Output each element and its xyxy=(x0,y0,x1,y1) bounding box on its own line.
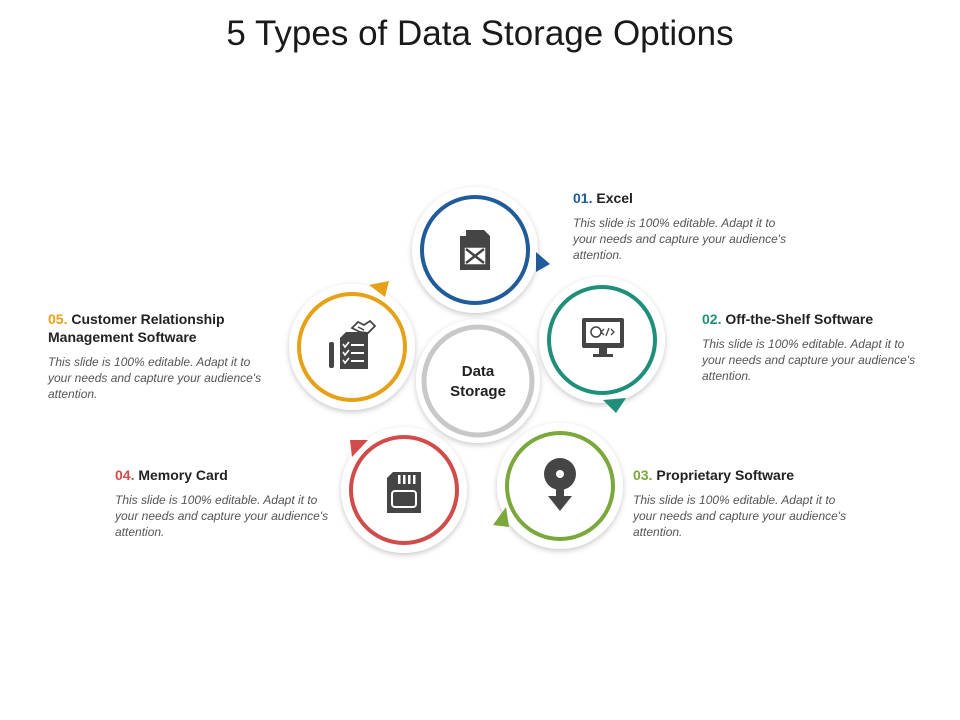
center-ring xyxy=(421,324,535,438)
label-crm: 05. Customer Relationship Management Sof… xyxy=(48,310,263,402)
node-offshelf xyxy=(539,277,665,413)
handshake-checklist-icon xyxy=(329,319,377,369)
number-memory: 04. xyxy=(115,467,135,483)
number-proprietary: 03. xyxy=(633,467,653,483)
ring-offshelf xyxy=(547,285,657,395)
memory-card-icon xyxy=(387,472,421,513)
center-label: Data Storage xyxy=(428,362,528,402)
desc-crm: This slide is 100% editable. Adapt it to… xyxy=(48,355,262,401)
number-offshelf: 02. xyxy=(702,311,722,327)
center-label-line1: Data xyxy=(461,363,495,380)
center-node xyxy=(416,319,540,443)
title-crm: Customer Relationship Management Softwar… xyxy=(48,311,225,345)
heading-memory: 04. Memory Card xyxy=(115,466,330,484)
label-offshelf: 02. Off-the-Shelf Software This slide is… xyxy=(702,310,917,384)
ring-excel xyxy=(420,195,530,305)
ring-memory xyxy=(349,435,459,545)
heading-proprietary: 03. Proprietary Software xyxy=(633,466,848,484)
label-proprietary: 03. Proprietary Software This slide is 1… xyxy=(633,466,848,540)
number-crm: 05. xyxy=(48,311,68,327)
title-excel: Excel xyxy=(596,190,633,206)
excel-document-icon xyxy=(460,230,490,270)
pointer-memory xyxy=(350,440,368,457)
pointer-excel xyxy=(536,252,550,272)
pointer-crm xyxy=(369,281,389,297)
ring-proprietary xyxy=(505,431,615,541)
heading-excel: 01. Excel xyxy=(573,189,788,207)
desc-proprietary: This slide is 100% editable. Adapt it to… xyxy=(633,493,847,539)
pointer-offshelf xyxy=(603,398,626,413)
number-excel: 01. xyxy=(573,190,593,206)
heading-crm: 05. Customer Relationship Management Sof… xyxy=(48,310,263,346)
desc-memory: This slide is 100% editable. Adapt it to… xyxy=(115,493,329,539)
monitor-code-icon xyxy=(582,318,624,357)
label-memory: 04. Memory Card This slide is 100% edita… xyxy=(115,466,330,540)
heading-offshelf: 02. Off-the-Shelf Software xyxy=(702,310,917,328)
center-label-line2: Storage xyxy=(450,383,506,400)
node-proprietary xyxy=(493,423,623,549)
pointer-proprietary xyxy=(493,507,509,527)
desc-offshelf: This slide is 100% editable. Adapt it to… xyxy=(702,337,916,383)
node-memory xyxy=(341,427,467,553)
ring-crm xyxy=(297,292,407,402)
desc-excel: This slide is 100% editable. Adapt it to… xyxy=(573,216,787,262)
node-excel xyxy=(412,187,550,313)
slide-title: 5 Types of Data Storage Options xyxy=(226,14,734,53)
title-proprietary: Proprietary Software xyxy=(656,467,795,483)
label-excel: 01. Excel This slide is 100% editable. A… xyxy=(573,189,788,263)
title-offshelf: Off-the-Shelf Software xyxy=(725,311,874,327)
title-memory: Memory Card xyxy=(138,467,228,483)
node-crm xyxy=(289,281,415,410)
disc-download-icon xyxy=(544,458,576,511)
